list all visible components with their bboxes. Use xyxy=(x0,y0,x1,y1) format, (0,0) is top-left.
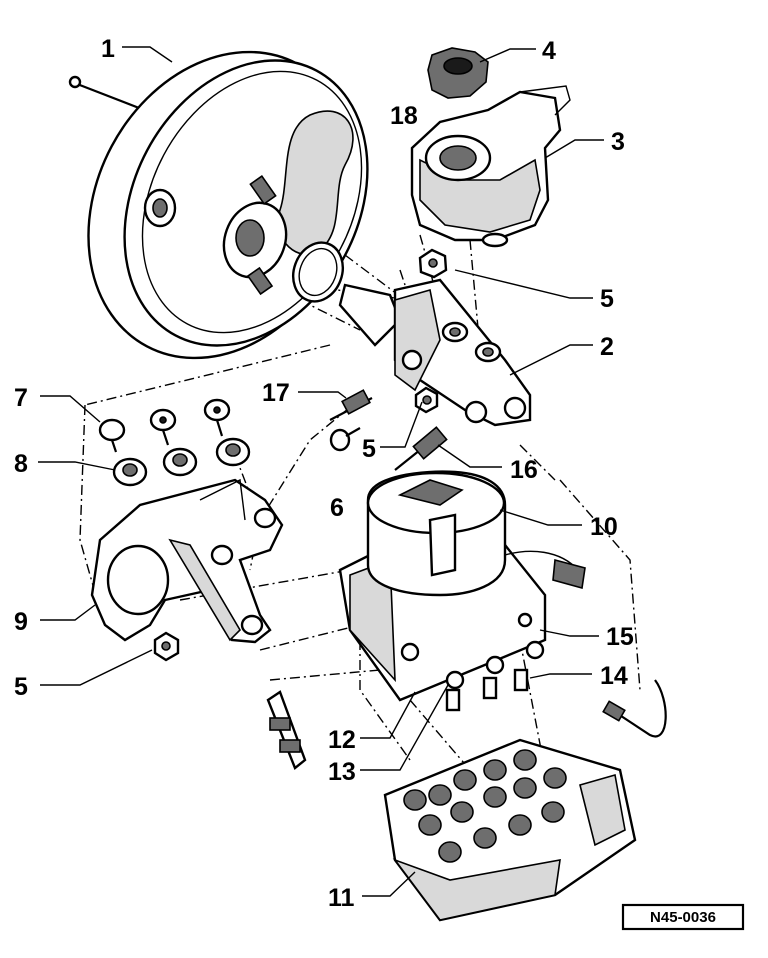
label-9: 9 xyxy=(14,608,28,636)
fluid-reservoir xyxy=(410,85,571,248)
label-5-middle: 5 xyxy=(362,435,376,463)
reference-code-box: N45-0036 xyxy=(621,903,745,931)
label-17: 17 xyxy=(262,379,290,407)
label-18: 18 xyxy=(390,102,418,130)
label-1: 1 xyxy=(101,35,115,63)
bracket xyxy=(90,478,284,644)
nut-upper xyxy=(418,248,448,279)
nut-middle xyxy=(414,386,439,414)
reservoir-cap xyxy=(427,47,489,99)
master-cylinder xyxy=(338,278,532,427)
bolt xyxy=(329,389,373,421)
label-11: 11 xyxy=(328,884,355,912)
valve-stems xyxy=(445,668,529,712)
seal-ring xyxy=(292,241,344,303)
control-unit xyxy=(383,738,637,922)
label-4: 4 xyxy=(542,37,556,65)
label-13: 13 xyxy=(328,758,356,786)
label-12: 12 xyxy=(328,726,356,754)
hydraulic-unit xyxy=(338,470,586,702)
label-6: 6 xyxy=(330,494,344,522)
nut-lower xyxy=(153,631,180,662)
label-16: 16 xyxy=(510,456,538,484)
label-8: 8 xyxy=(14,450,28,478)
pipe-fitting xyxy=(394,426,448,471)
rubber-mounts xyxy=(112,437,251,487)
label-5-upper: 5 xyxy=(600,285,614,313)
reference-code: N45-0036 xyxy=(650,909,716,926)
label-10: 10 xyxy=(590,513,618,541)
screw xyxy=(329,427,361,452)
label-7: 7 xyxy=(14,384,28,412)
bracket-bolt xyxy=(266,690,307,770)
label-15: 15 xyxy=(606,623,634,651)
label-3: 3 xyxy=(611,128,625,156)
label-5-lower: 5 xyxy=(14,673,28,701)
leader-lines xyxy=(38,46,604,897)
mounting-bolts xyxy=(98,398,231,453)
label-14: 14 xyxy=(600,662,628,690)
brake-pipe xyxy=(602,679,667,738)
label-2: 2 xyxy=(600,333,614,361)
brake-servo xyxy=(68,50,369,360)
